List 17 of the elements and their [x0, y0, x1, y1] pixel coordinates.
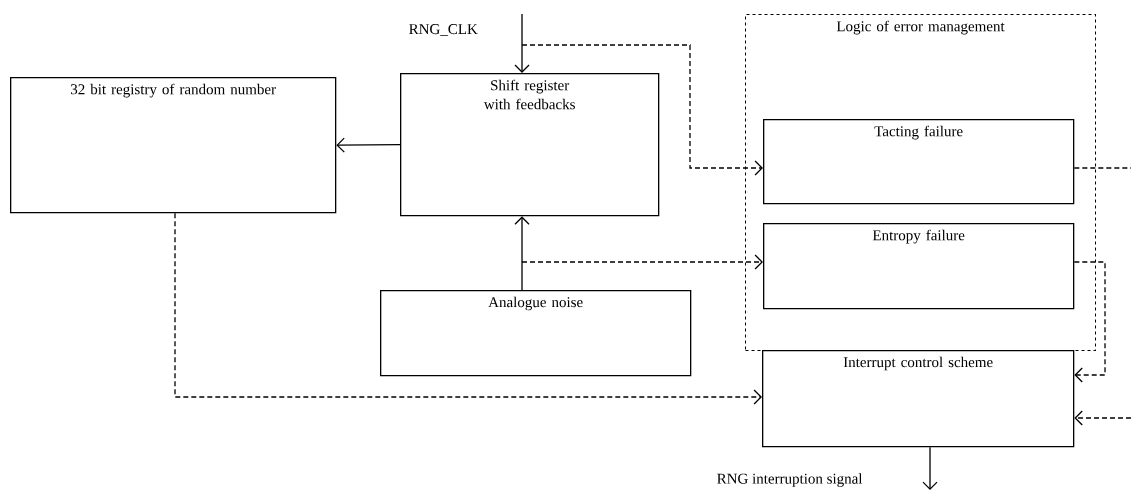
process-box: Shift register with feedbacks	[400, 73, 660, 217]
process-box: 32 bit registry of random number	[10, 77, 337, 214]
dashed-arrow	[1073, 261, 1106, 383]
arrow	[514, 216, 530, 291]
edge-label: RNG interruption signal	[715, 472, 864, 488]
process-box: Interrupt control scheme	[762, 350, 1075, 448]
arrow	[336, 137, 401, 153]
process-box: Entropy failure	[763, 223, 1075, 310]
arrow	[514, 13, 530, 73]
edge-label: RNG_CLK	[407, 23, 479, 37]
process-box: Analogue noise	[380, 290, 692, 377]
dashed-arrow	[1074, 410, 1131, 426]
dashed-arrow	[521, 44, 763, 176]
dashed-arrow	[521, 254, 763, 270]
arrow	[922, 446, 938, 490]
process-box: Tacting failure	[763, 119, 1075, 205]
dashed-arrow	[174, 212, 762, 405]
